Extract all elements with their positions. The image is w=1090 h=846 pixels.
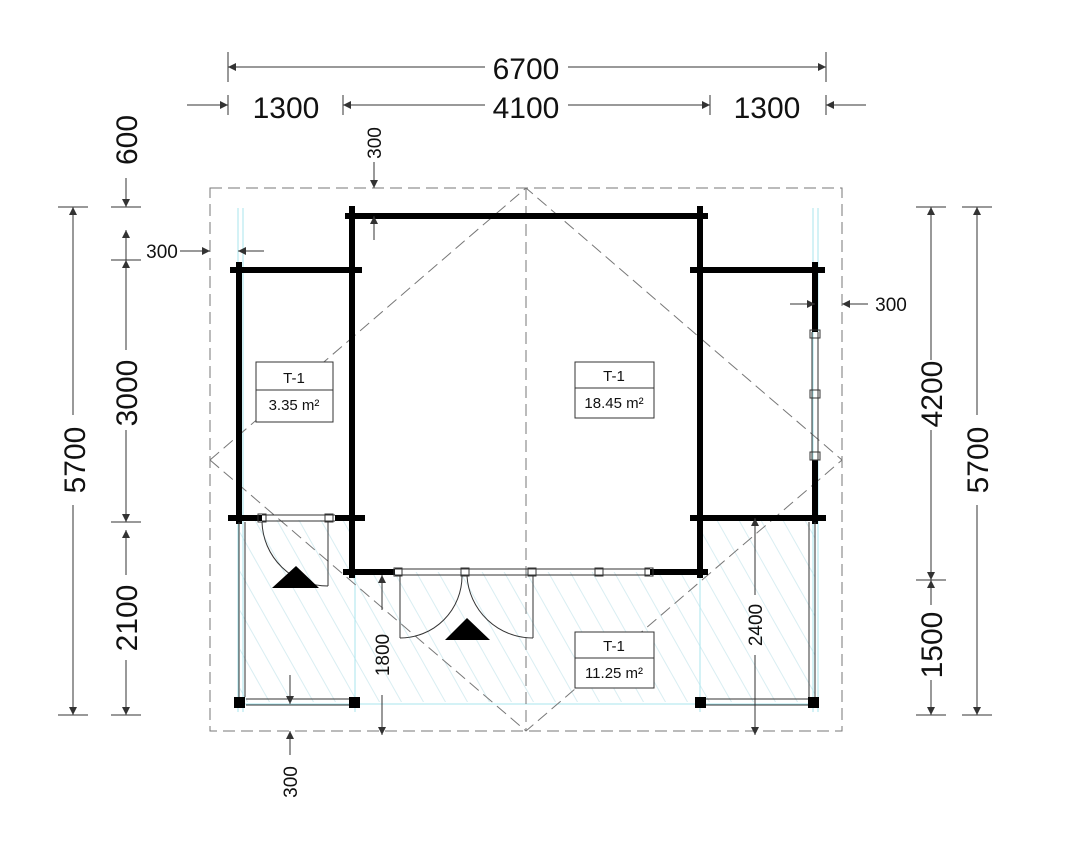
dim-middle-width: 4100 (493, 92, 560, 125)
left-dimensions: 600 3000 2100 5700 300 (58, 115, 264, 716)
deck-board (339, 518, 451, 702)
deck-board (295, 518, 407, 702)
dim-door-height: 1800 (373, 634, 394, 676)
entrance-marker-main (445, 618, 490, 640)
deck-board (251, 518, 363, 702)
dim-left-room-depth: 3000 (111, 360, 144, 427)
dim-top-wall-offset: 300 (365, 127, 386, 159)
deck-board (240, 518, 341, 702)
dim-top-offset: 600 (111, 115, 144, 165)
dim-left-terrace-depth: 2100 (111, 585, 144, 652)
deck-board (240, 518, 319, 702)
dim-right-wall-offset: 300 (875, 295, 907, 316)
room-code: T-1 (283, 370, 305, 387)
deck-board (405, 518, 517, 702)
dim-overall-width: 6700 (493, 53, 560, 86)
terrace-decking (240, 518, 815, 702)
room-area: 18.45 m² (584, 395, 643, 412)
dim-total-depth-left: 5700 (59, 427, 92, 494)
deck-board (449, 518, 561, 702)
dim-left-width: 1300 (253, 92, 320, 125)
guide-lines (237, 208, 819, 712)
dim-bottom-offset: 300 (281, 766, 302, 798)
dim-terrace-height: 2400 (746, 604, 767, 646)
deck-board (691, 518, 803, 702)
room-code: T-1 (603, 368, 625, 385)
dim-left-wall-offset: 300 (146, 242, 178, 263)
top-dimensions: 6700 1300 4100 1300 (187, 52, 866, 125)
walls (228, 206, 826, 578)
deck-board (427, 518, 539, 702)
dim-total-depth-right: 5700 (962, 427, 995, 494)
deck-board (713, 518, 815, 702)
roof-outline (209, 187, 843, 732)
deck-board (273, 518, 385, 702)
deck-board (317, 518, 429, 702)
room-label-main: T-1 18.45 m² (574, 361, 655, 419)
room-area: 3.35 m² (269, 397, 320, 414)
right-dimensions: 4200 1500 5700 300 (790, 206, 995, 716)
deck-board (779, 518, 815, 702)
deck-board (240, 518, 297, 702)
dim-right-room-depth: 4200 (916, 361, 949, 428)
room-area: 11.25 m² (585, 665, 643, 682)
room-code: T-1 (603, 638, 625, 655)
inner-dimensions: 300 1800 2400 300 (281, 127, 767, 798)
deck-board (735, 518, 815, 702)
deck-board (240, 518, 253, 702)
dim-right-width: 1300 (734, 92, 801, 125)
deck-board (240, 518, 275, 702)
room-label-terrace: T-1 11.25 m² (574, 631, 655, 689)
entrance-marker-left (272, 566, 319, 588)
deck-board (361, 518, 473, 702)
terrace-posts (234, 522, 819, 708)
dim-right-terrace-depth: 1500 (916, 612, 949, 679)
deck-board (471, 518, 583, 702)
room-label-left: T-1 3.35 m² (255, 361, 334, 423)
